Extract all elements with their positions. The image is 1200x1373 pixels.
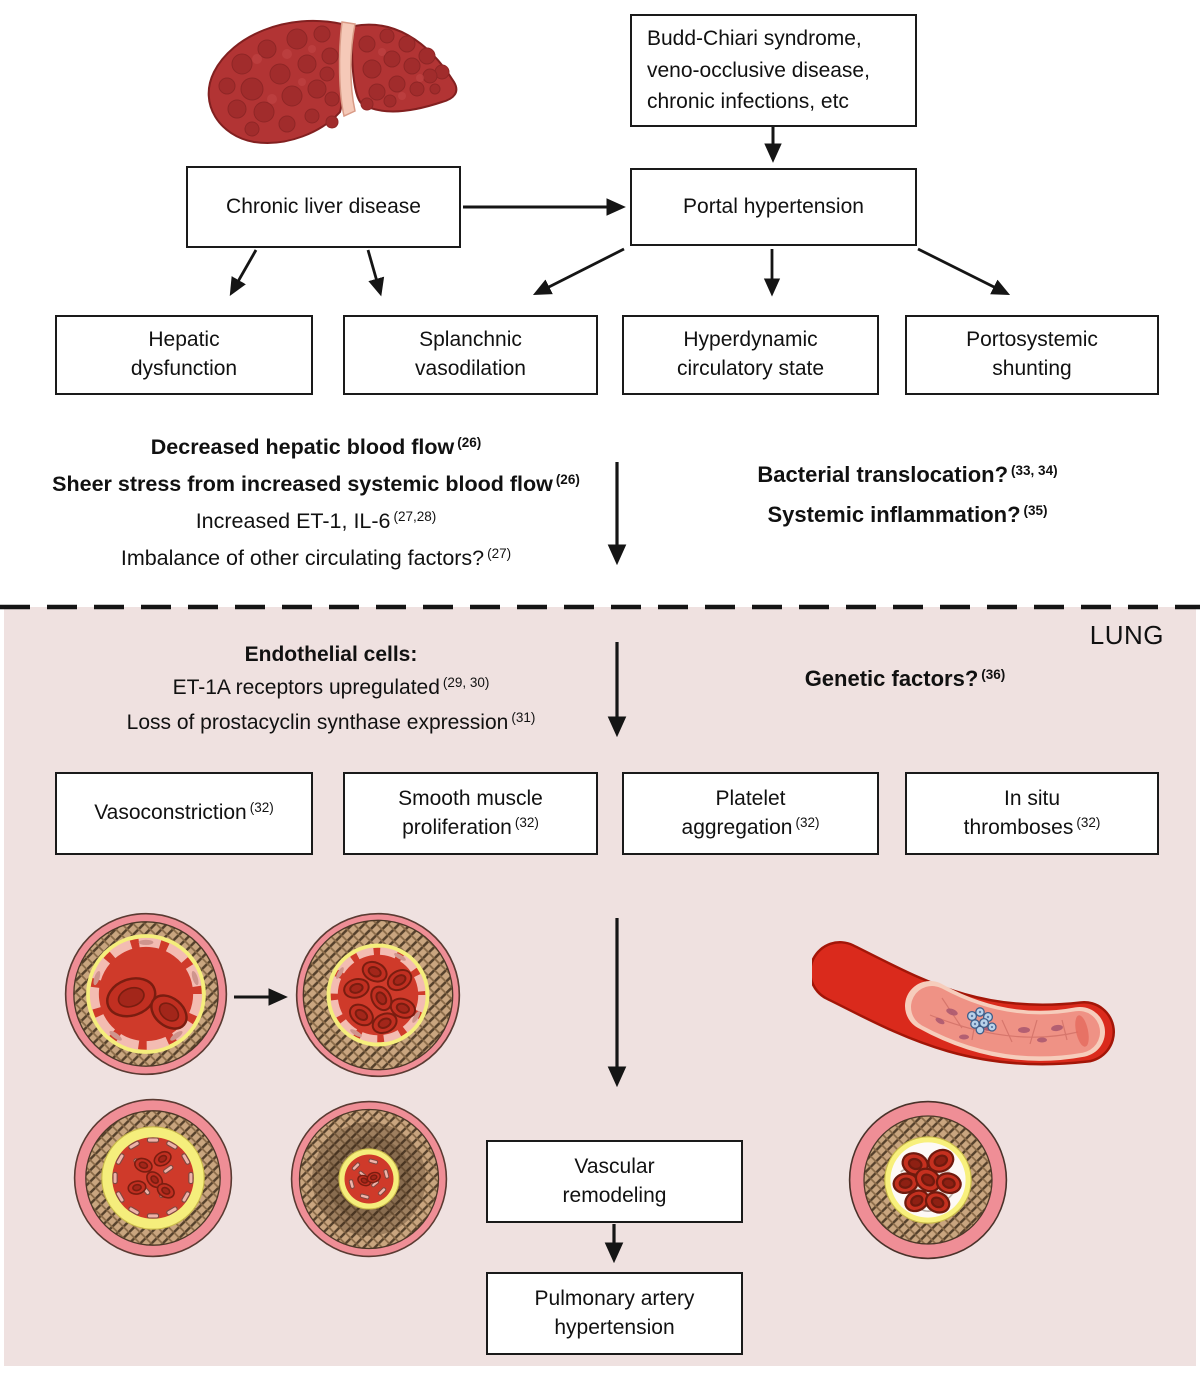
- etiology-line-1: Budd-Chiari syndrome,: [647, 27, 862, 51]
- platelet-aggregation-line-1: Platelet: [715, 786, 786, 810]
- splanchnic-vasodilation-line-2: vasodilation: [415, 357, 526, 380]
- hepatic-dysfunction-box: Hepatic dysfunction: [55, 315, 313, 395]
- arrow-portal-to-portosystemic: [917, 247, 1011, 296]
- mediator-line-2: Sheer stress from increased systemic blo…: [52, 472, 580, 496]
- genetic-factors-line: Genetic factors?(36): [804, 666, 1006, 691]
- splanchnic-vasodilation-box: Splanchnic vasodilation: [343, 315, 598, 395]
- in-situ-thromboses-line-1: In situ: [1003, 786, 1061, 810]
- vessel-normal-illustration: [64, 912, 228, 1076]
- mediator-line-3: Increased ET-1, IL-6(27,28): [195, 509, 437, 533]
- arrow-cld-to-splanchnic: [366, 249, 385, 297]
- hepatic-dysfunction-line-2: dysfunction: [130, 357, 238, 380]
- vasoconstriction-box: Vasoconstriction(32): [55, 772, 313, 855]
- pah-line-2: hypertension: [554, 1315, 675, 1339]
- vessel-thrombosis-illustration: [848, 1100, 1008, 1260]
- endothelial-item-1: ET-1A receptors upregulated(29, 30): [172, 675, 490, 699]
- etiology-line-2: veno-occlusive disease,: [647, 58, 870, 82]
- genetic-factors-text: Genetic factors?(36): [735, 666, 1075, 692]
- vascular-remodeling-box: Vascular remodeling: [486, 1140, 743, 1223]
- vessel-muscle-proliferation-illustration: [295, 912, 461, 1078]
- vessel-longitudinal-platelets-illustration: [812, 920, 1117, 1088]
- mediator-line-4: Imbalance of other circulating factors?(…: [120, 546, 512, 570]
- platelet-aggregation-box: Platelet aggregation(32): [622, 772, 879, 855]
- portosystemic-shunting-line-2: shunting: [992, 357, 1072, 380]
- vascular-remodeling-line-1: Vascular: [574, 1154, 655, 1178]
- arrow-cld-to-hepatic: [229, 249, 258, 296]
- hyperdynamic-state-line-1: Hyperdynamic: [683, 328, 818, 352]
- mediators-text: Decreased hepatic blood flow(26) Sheer s…: [0, 430, 632, 578]
- portal-hypertension-box: Portal hypertension: [630, 168, 917, 246]
- etiology-box: Budd-Chiari syndrome, veno-occlusive dis…: [630, 14, 917, 127]
- portosystemic-shunting-box: Portosystemic shunting: [905, 315, 1159, 395]
- vasoconstriction-line: Vasoconstriction(32): [94, 800, 274, 825]
- chronic-liver-disease-box: Chronic liver disease: [186, 166, 461, 248]
- smooth-muscle-proliferation-box: Smooth muscle proliferation(32): [343, 772, 598, 855]
- platelet-aggregation-line-2: aggregation(32): [681, 814, 820, 839]
- pah-line-1: Pulmonary artery: [534, 1286, 695, 1310]
- pulmonary-artery-hypertension-box: Pulmonary artery hypertension: [486, 1272, 743, 1355]
- lung-label: LUNG: [1089, 620, 1164, 650]
- hepatic-dysfunction-line-1: Hepatic: [148, 328, 220, 352]
- mediator-line-1: Decreased hepatic blood flow(26): [150, 435, 482, 459]
- in-situ-thromboses-line-2: thromboses(32): [963, 814, 1101, 839]
- systemic-inflammation-line: Systemic inflammation?(35): [767, 502, 1048, 527]
- portosystemic-shunting-line-1: Portosystemic: [966, 328, 1098, 352]
- smooth-muscle-line-1: Smooth muscle: [398, 786, 543, 810]
- bacterial-translocation-line: Bacterial translocation?(33, 34): [757, 462, 1058, 487]
- etiology-line-3: chronic infections, etc: [647, 90, 849, 114]
- endothelial-text: Endothelial cells: ET-1A receptors upreg…: [45, 638, 617, 741]
- translocation-text: Bacterial translocation?(33, 34) Systemi…: [700, 456, 1115, 536]
- vascular-remodeling-line-2: remodeling: [562, 1183, 667, 1207]
- cirrhotic-liver-illustration: [192, 4, 464, 154]
- smooth-muscle-line-2: proliferation(32): [402, 814, 539, 839]
- endothelial-heading: Endothelial cells:: [244, 643, 418, 666]
- hyperdynamic-state-box: Hyperdynamic circulatory state: [622, 315, 879, 395]
- vessel-intimal-proliferation-illustration: [73, 1098, 233, 1258]
- portal-hypertension-label: Portal hypertension: [683, 194, 864, 218]
- arrow-portal-to-splanchnic: [532, 247, 625, 296]
- in-situ-thromboses-box: In situ thromboses(32): [905, 772, 1159, 855]
- chronic-liver-disease-label: Chronic liver disease: [226, 194, 421, 218]
- endothelial-item-2: Loss of prostacyclin synthase expression…: [126, 710, 536, 734]
- splanchnic-vasodilation-line-1: Splanchnic: [419, 328, 522, 352]
- vessel-occluded-illustration: [290, 1100, 448, 1258]
- hyperdynamic-state-line-2: circulatory state: [676, 357, 825, 380]
